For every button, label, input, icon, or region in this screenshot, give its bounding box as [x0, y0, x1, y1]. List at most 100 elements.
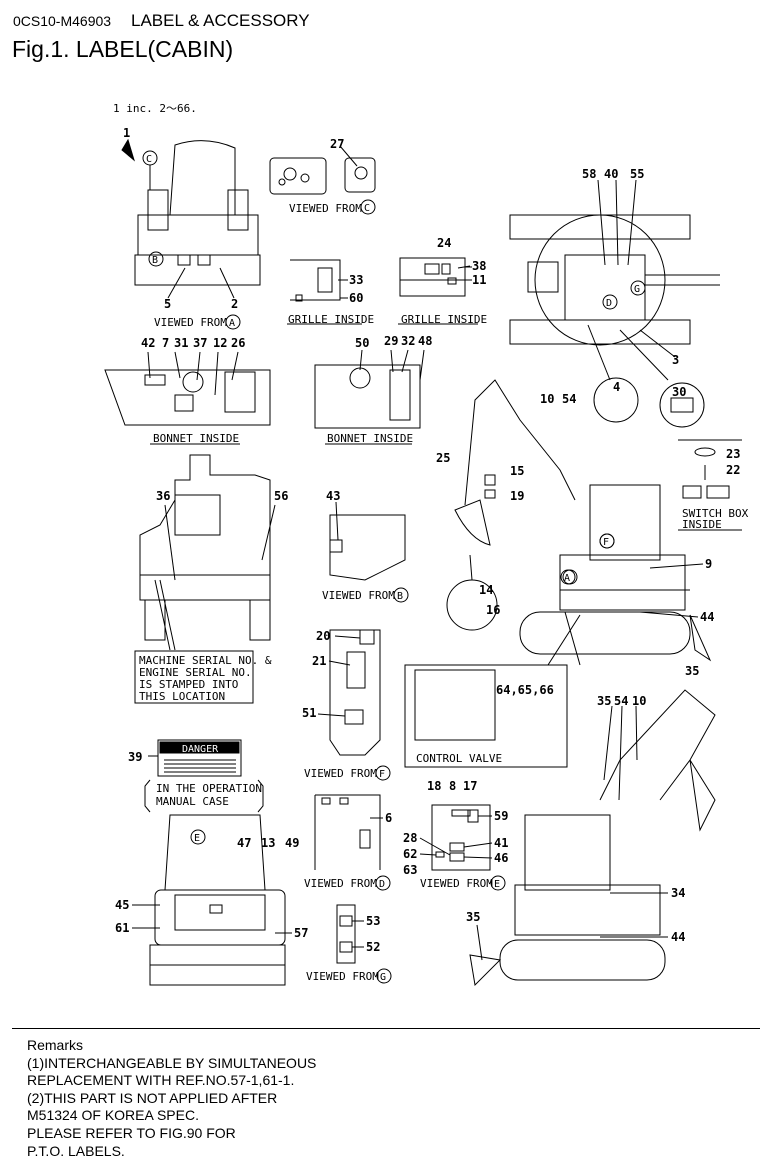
callout-42: 42: [141, 336, 155, 350]
document-code: 0CS10-M46903: [13, 13, 112, 29]
circle-letter-c-2: C: [146, 154, 152, 165]
callout-9: 9: [705, 557, 712, 571]
callout-27: 27: [330, 137, 344, 151]
caption-control-valve: CONTROL VALVE: [416, 752, 502, 765]
callout-18: 18: [427, 779, 441, 793]
caption-viewed-from-c: VIEWED FROM: [289, 202, 362, 215]
circle-letter-b-2: B: [152, 255, 158, 266]
callout-13: 13: [261, 836, 275, 850]
callout-44-b: 44: [671, 930, 685, 944]
callout-62: 62: [403, 847, 417, 861]
callout-60: 60: [349, 291, 363, 305]
rear-view-e: [149, 814, 286, 986]
include-note: 1 inc. 2～66.: [113, 102, 197, 115]
circle-letter-f-2: F: [603, 537, 609, 548]
circle-letter-f: F: [379, 769, 385, 780]
parts-diagram: 1 inc. 2～66.: [104, 102, 749, 987]
serial-note-line-1: MACHINE SERIAL NO. &: [139, 654, 272, 667]
callout-59: 59: [494, 809, 508, 823]
manual-note-1: IN THE OPERATION: [156, 782, 262, 795]
boom-side-view: [446, 379, 576, 631]
side-view-excavator: [404, 484, 712, 768]
callout-7: 7: [162, 336, 169, 350]
callout-43: 43: [326, 489, 340, 503]
callout-12: 12: [213, 336, 227, 350]
remark-line: PLEASE REFER TO FIG.90 FOR: [27, 1124, 236, 1141]
remark-line: (1)INTERCHANGEABLE BY SIMULTANEOUS: [27, 1054, 317, 1071]
callout-61: 61: [115, 921, 129, 935]
callout-58: 58: [582, 167, 596, 181]
callout-64-65-66: 64,65,66: [496, 683, 554, 697]
rear-view: [134, 454, 276, 704]
callout-37: 37: [193, 336, 207, 350]
callout-38: 38: [472, 259, 486, 273]
callout-53: 53: [366, 914, 380, 928]
callout-19: 19: [510, 489, 524, 503]
callout-55: 55: [630, 167, 644, 181]
callout-63: 63: [403, 863, 417, 877]
caption-bonnet-inside-2: BONNET INSIDE: [327, 432, 413, 445]
remark-line: REPLACEMENT WITH REF.NO.57-1,61-1.: [27, 1072, 295, 1089]
caption-grille-inside-1: GRILLE INSIDE: [288, 313, 374, 326]
bonnet-inside-1: [104, 351, 271, 445]
callout-4: 4: [613, 380, 620, 394]
viewed-from-c-detail: [269, 145, 376, 195]
caption-viewed-from-g: VIEWED FROM: [306, 970, 379, 983]
remark-line: (2)THIS PART IS NOT APPLIED AFTER: [27, 1089, 278, 1106]
callout-36: 36: [156, 489, 170, 503]
circle-letter-e: E: [494, 879, 500, 890]
circle-markers: [225, 199, 615, 984]
circle-letter-d-2: D: [606, 298, 612, 309]
caption-viewed-from-e: VIEWED FROM: [420, 877, 493, 890]
circle-letter-d: D: [379, 879, 385, 890]
caption-viewed-from-b: VIEWED FROM: [322, 589, 395, 602]
circle-letter-g-2: G: [634, 284, 640, 295]
caption-viewed-from-f: VIEWED FROM: [304, 767, 377, 780]
callout-56: 56: [274, 489, 288, 503]
caption-grille-inside-2: GRILLE INSIDE: [401, 313, 487, 326]
callout-3: 3: [672, 353, 679, 367]
remarks-heading: Remarks: [27, 1037, 84, 1053]
serial-note-line-2: ENGINE SERIAL NO.: [139, 666, 252, 679]
circle-letter-e-2: E: [194, 833, 200, 844]
leader-lines: [132, 265, 704, 961]
caption-bonnet-inside-1: BONNET INSIDE: [153, 432, 239, 445]
viewed-from-f-detail: [329, 629, 381, 756]
callout-54-b: 54: [614, 694, 628, 708]
switch-box-detail: [678, 439, 742, 531]
callout-14: 14: [479, 583, 493, 597]
serial-note-line-4: THIS LOCATION: [139, 690, 225, 703]
callout-10-b: 10: [632, 694, 646, 708]
remarks-block: Remarks (1)INTERCHANGEABLE BY SIMULTANEO…: [27, 1037, 316, 1160]
callout-57: 57: [294, 926, 308, 940]
callout-11: 11: [472, 273, 486, 287]
top-view-excavator: [509, 179, 720, 428]
callout-33: 33: [349, 273, 363, 287]
caption-switch-box-inside: INSIDE: [682, 518, 722, 531]
circle-letter-g: G: [380, 972, 386, 983]
remark-line: P.T.O. LABELS.: [27, 1142, 125, 1159]
callout-35: 35: [685, 664, 699, 678]
view-captions: VIEWED FROM VIEWED FROM GRILLE INSIDE GR…: [153, 202, 749, 983]
danger-label: [144, 739, 264, 813]
viewed-from-d-detail: [314, 794, 381, 870]
callout-numbers: 1 5 2 27 24 38 11 33 60 58 40 55 3 4 30 …: [115, 126, 740, 954]
callout-52: 52: [366, 940, 380, 954]
callout-2: 2: [231, 297, 238, 311]
figure-title: Fig.1. LABEL(CABIN): [12, 36, 234, 62]
callout-22: 22: [726, 463, 740, 477]
callout-8: 8: [449, 779, 456, 793]
viewed-from-b-detail: [329, 501, 406, 581]
callout-40: 40: [604, 167, 618, 181]
remark-line: M51324 OF KOREA SPEC.: [27, 1107, 199, 1124]
callout-6: 6: [385, 811, 392, 825]
side-view-excavator-lower: [469, 689, 716, 987]
callout-46: 46: [494, 851, 508, 865]
callout-48: 48: [418, 334, 432, 348]
seat-view: [121, 138, 261, 299]
callout-10: 10: [540, 392, 554, 406]
callout-35-c: 35: [466, 910, 480, 924]
callout-23: 23: [726, 447, 740, 461]
callout-1: 1: [123, 126, 130, 140]
callout-45: 45: [115, 898, 129, 912]
